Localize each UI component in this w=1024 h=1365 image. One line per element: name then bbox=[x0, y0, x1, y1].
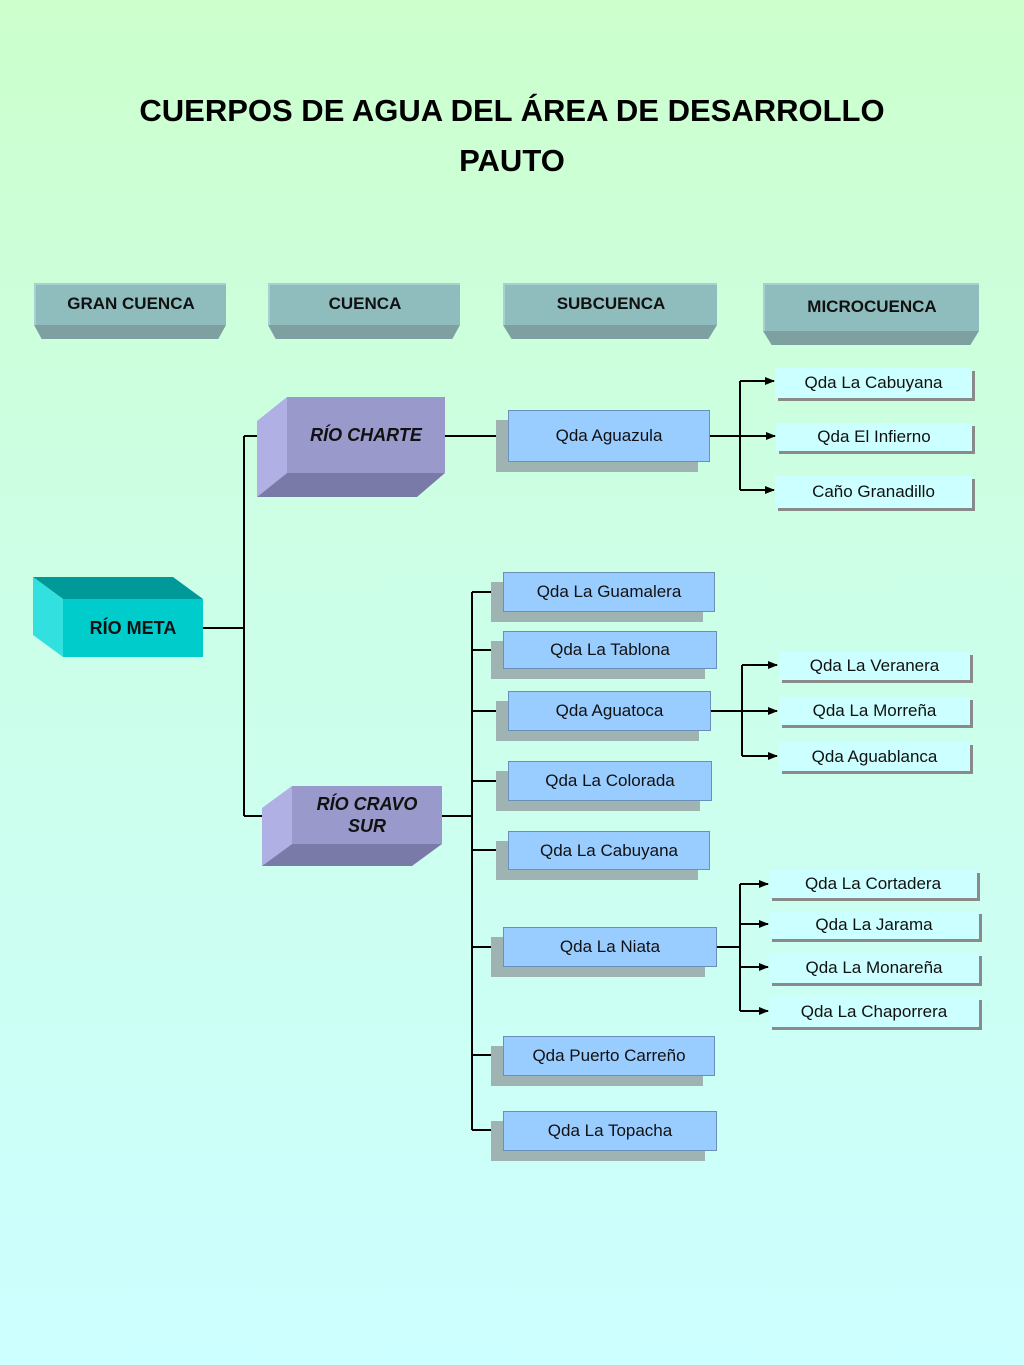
subcuenca-puerto-carreno: Qda Puerto Carreño bbox=[503, 1036, 715, 1076]
header-subcuenca: SUBCUENCA bbox=[503, 283, 717, 325]
microcuenca-la-chaporrera: Qda La Chaporrera bbox=[769, 997, 979, 1027]
subcuenca-aguatoca: Qda Aguatoca bbox=[508, 691, 711, 731]
subcuenca-topacha: Qda La Topacha bbox=[503, 1111, 717, 1151]
header-subcuenca-shadow bbox=[503, 325, 717, 339]
microcuenca-cano-granadillo: Caño Granadillo bbox=[775, 476, 972, 508]
rio-meta-label: RÍO META bbox=[89, 618, 177, 638]
rio-cravo-sur-label: RÍO CRAVO SUR bbox=[292, 793, 442, 837]
rio-charte-node: RÍO CHARTE bbox=[257, 397, 445, 497]
microcuenca-la-morrena: Qda La Morreña bbox=[779, 697, 970, 725]
subcuenca-guamalera: Qda La Guamalera bbox=[503, 572, 715, 612]
rio-cravo-sur-node: RÍO CRAVO SUR bbox=[262, 786, 442, 866]
header-gran-cuenca-shadow bbox=[34, 325, 226, 339]
microcuenca-la-jarama: Qda La Jarama bbox=[769, 911, 979, 939]
subcuenca-cabuyana: Qda La Cabuyana bbox=[508, 831, 710, 870]
header-microcuenca-shadow bbox=[763, 331, 979, 345]
header-cuenca-shadow bbox=[268, 325, 460, 339]
title-line-2: PAUTO bbox=[459, 143, 565, 178]
microcuenca-la-monarena: Qda La Monareña bbox=[769, 953, 979, 983]
microcuenca-la-veranera: Qda La Veranera bbox=[779, 652, 970, 680]
subcuenca-niata: Qda La Niata bbox=[503, 927, 717, 967]
page-title: CUERPOS DE AGUA DEL ÁREA DE DESARROLLO P… bbox=[40, 86, 984, 186]
title-line-1: CUERPOS DE AGUA DEL ÁREA DE DESARROLLO bbox=[139, 93, 885, 128]
header-gran-cuenca: GRAN CUENCA bbox=[34, 283, 226, 325]
subcuenca-colorada: Qda La Colorada bbox=[508, 761, 712, 801]
microcuenca-el-infierno: Qda El Infierno bbox=[776, 423, 972, 451]
rio-meta-node: RÍO META bbox=[33, 577, 203, 657]
microcuenca-la-cortadera: Qda La Cortadera bbox=[769, 870, 977, 898]
subcuenca-aguazula: Qda Aguazula bbox=[508, 410, 710, 462]
header-cuenca: CUENCA bbox=[268, 283, 460, 325]
connector-meta-charte bbox=[202, 436, 245, 629]
rio-charte-label: RÍO CHARTE bbox=[310, 425, 422, 445]
subcuenca-tablona: Qda La Tablona bbox=[503, 631, 717, 669]
microcuenca-aguablanca: Qda Aguablanca bbox=[779, 742, 970, 771]
rio-cravo-sur-line-2: SUR bbox=[347, 816, 386, 836]
rio-cravo-sur-line-1: RÍO CRAVO bbox=[316, 794, 418, 814]
header-microcuenca: MICROCUENCA bbox=[763, 283, 979, 331]
microcuenca-la-cabuyana: Qda La Cabuyana bbox=[775, 368, 972, 398]
